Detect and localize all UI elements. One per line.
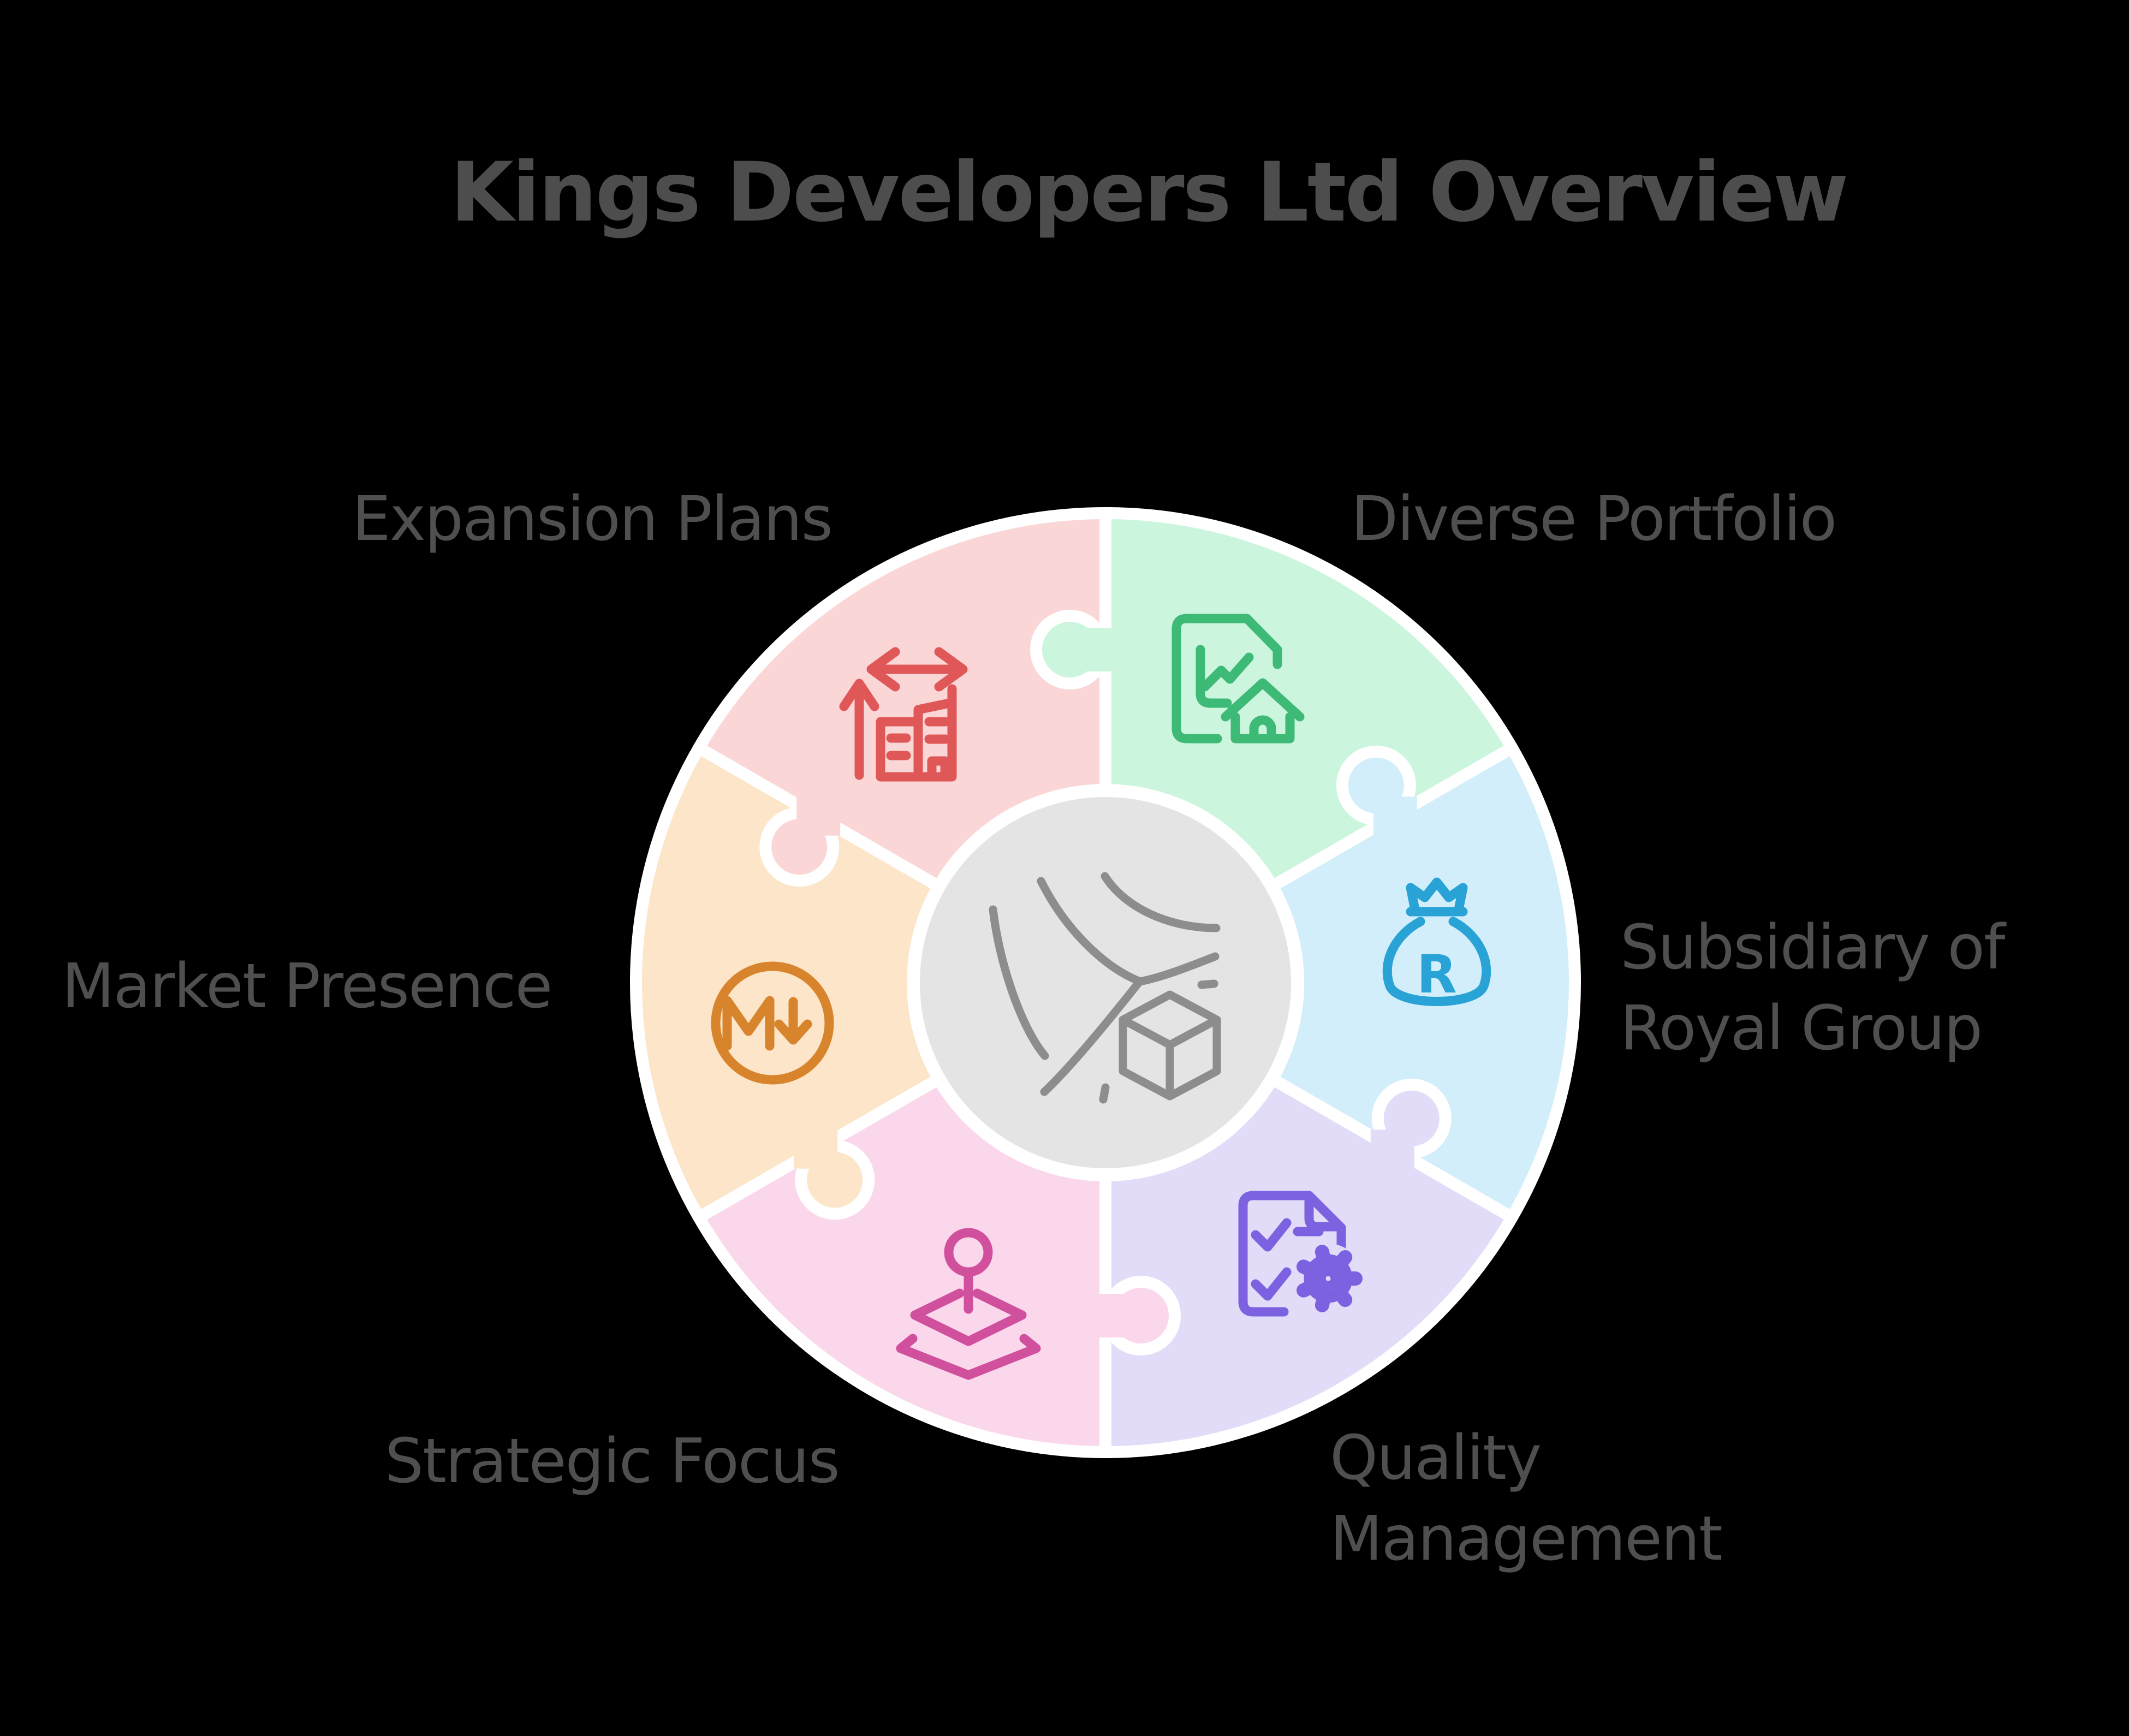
wind-cube-icon (989, 872, 1221, 1104)
map-pin-layers-icon (896, 1228, 1041, 1380)
label-line: Management (1330, 1503, 1723, 1574)
gear-icon (1297, 1245, 1363, 1312)
building-expansion-icon (839, 647, 968, 782)
market-down-icon (711, 961, 834, 1085)
label-line: Market Presence (62, 951, 552, 1022)
puzzle-tab-neck-expansion (796, 792, 841, 836)
label-line: Expansion Plans (352, 484, 833, 555)
money-bag-letter: R (1417, 944, 1457, 1005)
label-strategic-focus: Strategic Focus (385, 1421, 840, 1502)
label-quality-management: Quality Management (1330, 1418, 1723, 1579)
label-line: Quality (1330, 1423, 1542, 1494)
segment-subsidiary-of-royal-group (1099, 742, 1581, 1223)
puzzle-tab-neck-subsidiary (1373, 796, 1417, 841)
puzzle-tab-neck-market (794, 1125, 838, 1169)
puzzle-tab-neck-quality (1370, 1129, 1414, 1174)
label-subsidiary-of-royal-group: Subsidiary of Royal Group (1620, 907, 2005, 1069)
label-market-presence: Market Presence (62, 946, 552, 1027)
checklist-gear-icon (1238, 1191, 1363, 1317)
page-title: Kings Developers Ltd Overview (450, 145, 1849, 240)
label-diverse-portfolio: Diverse Portfolio (1351, 479, 1837, 560)
puzzle-tab-neck-diverse (1086, 628, 1130, 671)
center-hub (907, 784, 1304, 1181)
label-line: Diverse Portfolio (1351, 484, 1837, 555)
money-bag-icon: R (1382, 877, 1491, 1006)
property-report-icon (1171, 614, 1305, 744)
segment-market-presence (630, 742, 1111, 1223)
label-line: Royal Group (1620, 993, 1983, 1064)
label-line: Strategic Focus (385, 1426, 840, 1497)
label-expansion-plans: Expansion Plans (352, 479, 833, 560)
puzzle-tab-neck-strategic (1081, 1294, 1125, 1337)
label-line: Subsidiary of (1620, 912, 2005, 983)
